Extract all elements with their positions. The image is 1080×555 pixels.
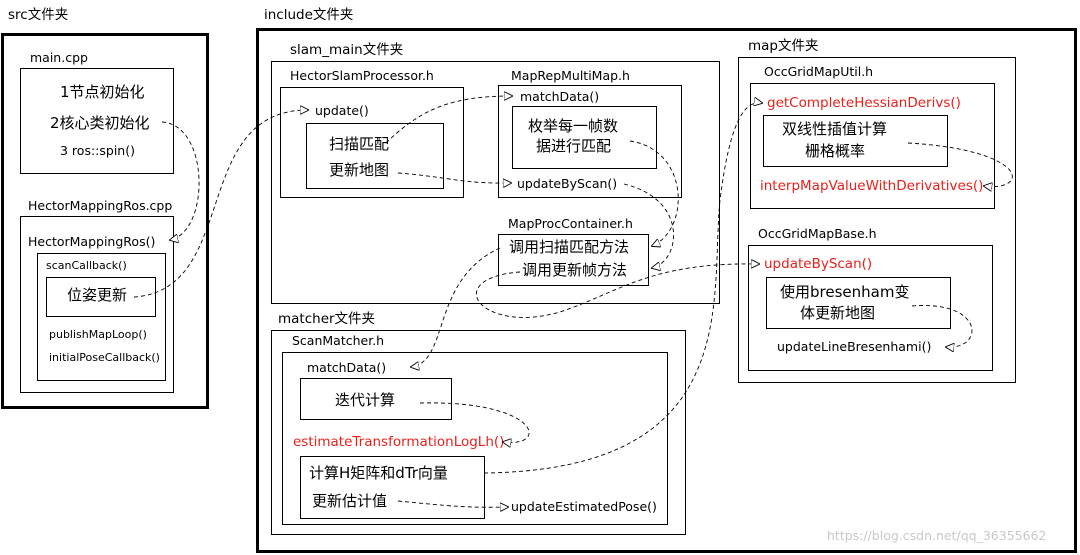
- hsp-inner-box: [306, 123, 444, 189]
- pose-update: 位姿更新: [67, 286, 128, 304]
- main-cpp-title: main.cpp: [30, 50, 88, 65]
- ogmb-bresenham-line2: 体更新地图: [800, 304, 876, 322]
- ogmb-bresenham-line1: 使用bresenham变: [780, 283, 910, 301]
- mrmm-match-data: matchData(): [520, 89, 600, 104]
- watermark: https://blog.csdn.net/qq_36355662: [827, 528, 1047, 543]
- sm-update-estimate: 更新估计值: [312, 492, 388, 510]
- ogmb-inner-box: [766, 277, 951, 329]
- sm-update-estimated-pose: updateEstimatedPose(): [511, 499, 657, 514]
- sm-iterate: 迭代计算: [335, 391, 396, 409]
- scan-callback: scanCallback(): [46, 259, 127, 272]
- sm-iterate-box: [300, 378, 452, 420]
- hsp-scan-match: 扫描匹配: [329, 135, 390, 153]
- mpc-call-update-frame: 调用更新帧方法: [522, 261, 628, 279]
- mrmm-enum-line1: 枚举每一帧数: [528, 117, 619, 135]
- occ-grid-map-base-title: OccGridMapBase.h: [758, 226, 877, 241]
- include-folder-title: include文件夹: [264, 7, 354, 23]
- main-step-node-init: 1节点初始化: [60, 83, 145, 101]
- ogmb-update-by-scan: updateByScan(): [764, 256, 873, 272]
- ogmu-get-hessian: getCompleteHessianDerivs(): [767, 95, 961, 111]
- ogmu-bilinear-line2: 栅格概率: [805, 142, 866, 160]
- ogmb-update-line: updateLineBresenhami(): [777, 339, 932, 354]
- ogmu-inner-box: [763, 115, 948, 167]
- publish-map-loop: publishMapLoop(): [49, 328, 147, 341]
- mrmm-enum-line2: 据进行匹配: [536, 137, 612, 155]
- sm-estimate-transformation: estimateTransformationLogLh(): [293, 434, 505, 450]
- sm-match-data: matchData(): [307, 360, 387, 375]
- sm-inner-box: [300, 456, 485, 519]
- hsp-update: update(): [315, 103, 369, 118]
- main-step-core-init: 2核心类初始化: [50, 114, 150, 132]
- scan-matcher-title: ScanMatcher.h: [292, 333, 385, 348]
- slam-main-folder-title: slam_main文件夹: [290, 42, 404, 58]
- initial-pose-callback: initialPoseCallback(): [49, 351, 160, 364]
- hector-mapping-ros-class: HectorMappingRos(): [28, 234, 156, 249]
- hector-mapping-ros-class-box: [37, 253, 166, 381]
- main-step-spin: 3 ros::spin(): [60, 143, 135, 158]
- hsp-update-map: 更新地图: [329, 161, 390, 179]
- map-folder-title: map文件夹: [748, 38, 819, 54]
- hector-slam-processor-title: HectorSlamProcessor.h: [290, 68, 434, 83]
- mpc-call-scan-match: 调用扫描匹配方法: [509, 238, 630, 256]
- src-folder-title: src文件夹: [8, 7, 69, 23]
- sm-compute-h: 计算H矩阵和dTr向量: [309, 464, 448, 482]
- ogmu-bilinear-line1: 双线性插值计算: [782, 120, 888, 138]
- map-proc-container-title: MapProcContainer.h: [508, 216, 633, 231]
- mrmm-update-by-scan: updateByScan(): [517, 176, 618, 191]
- hector-mapping-ros-cpp-title: HectorMappingRos.cpp: [28, 198, 173, 213]
- ogmu-interp: interpMapValueWithDerivatives(): [760, 178, 984, 194]
- occ-grid-map-util-title: OccGridMapUtil.h: [764, 64, 874, 79]
- matcher-folder-title: matcher文件夹: [278, 311, 376, 327]
- hector-mapping-ros-cpp-box: [20, 216, 174, 393]
- map-rep-multi-map-title: MapRepMultiMap.h: [511, 68, 630, 83]
